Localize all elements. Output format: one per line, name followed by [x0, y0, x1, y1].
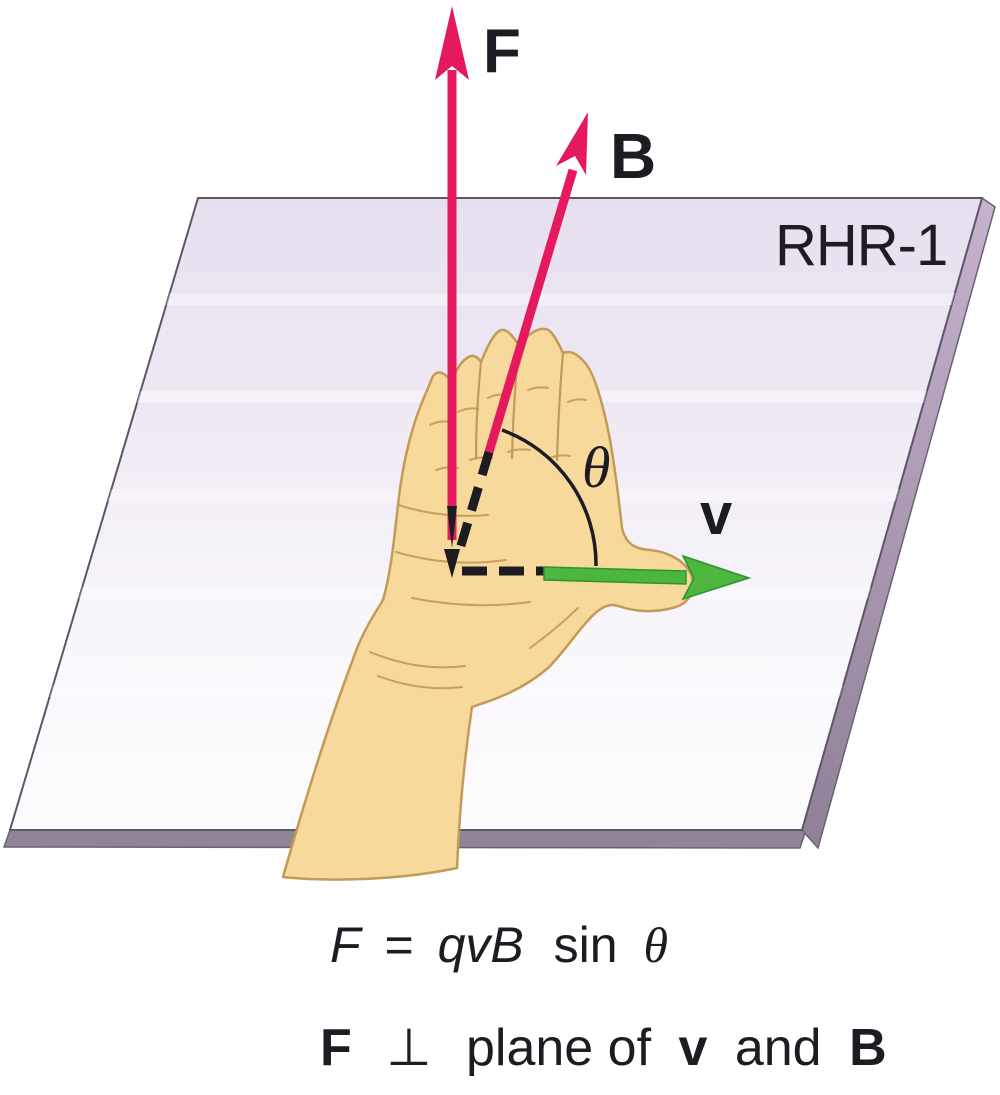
- note-velocity: v: [678, 1019, 708, 1077]
- perpendicularity-note: F ⊥ plane of v and B: [320, 1018, 887, 1078]
- b-projection-dashed-line: [454, 450, 494, 554]
- force-vector-tail-tip: [447, 506, 457, 548]
- perpendicular-icon: ⊥: [386, 1018, 432, 1078]
- angle-arc: [501, 428, 598, 567]
- rhr1-diagram: RHR-1: [2, 6, 996, 881]
- equation-lhs: F: [330, 917, 361, 973]
- note-force: F: [320, 1019, 352, 1077]
- rhr1-tag: RHR-1: [775, 213, 947, 278]
- angle-construction: θ: [444, 428, 611, 578]
- equation-sin: sin: [553, 917, 618, 973]
- theta-label: θ: [582, 435, 611, 500]
- note-middle: plane of: [465, 1019, 652, 1077]
- note-conj: and: [734, 1019, 822, 1077]
- field-label: B: [610, 120, 656, 192]
- velocity-vector-arrow: [543, 554, 752, 601]
- equation-factors: qvB: [437, 917, 524, 973]
- equation-theta: θ: [643, 917, 669, 973]
- force-label: F: [483, 17, 521, 86]
- force-equation: F = qvB sin θ: [330, 916, 668, 974]
- equation-equals: =: [384, 917, 414, 973]
- force-vector-arrow: [435, 6, 469, 548]
- vertex-down-arrowhead: [444, 549, 460, 578]
- note-field: B: [849, 1019, 887, 1077]
- velocity-label: v: [700, 482, 732, 547]
- field-vector-arrow: [484, 112, 588, 454]
